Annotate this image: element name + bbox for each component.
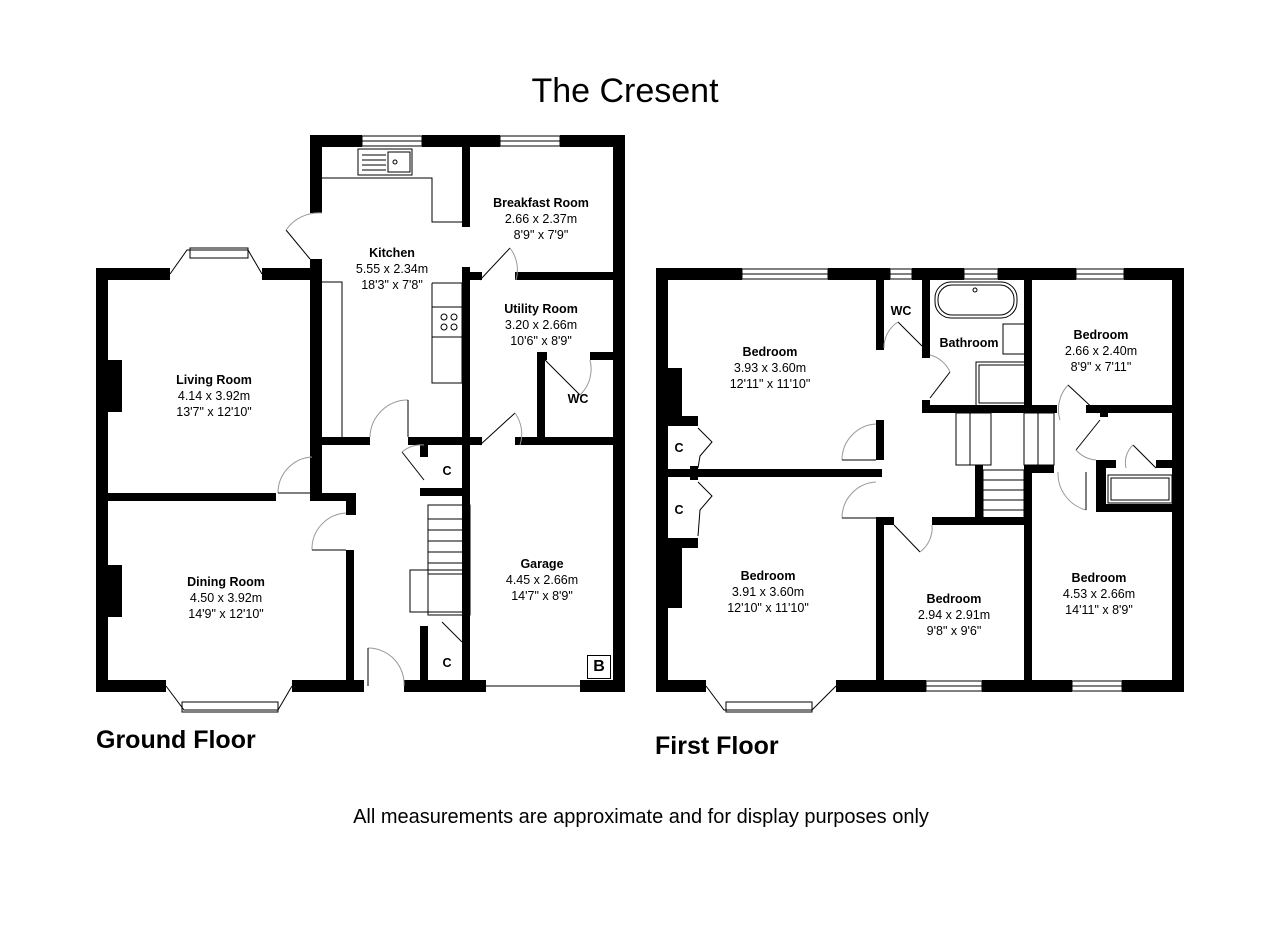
room-name: Bedroom — [742, 345, 798, 359]
room-bedroom-3: Bedroom 3.91 x 3.60m 12'10" x 11'10" — [727, 568, 809, 616]
room-name: Dining Room — [187, 575, 265, 589]
room-bedroom-2: Bedroom 2.66 x 2.40m 8'9" x 7'11" — [1065, 327, 1137, 375]
room-metric: 4.53 x 2.66m — [1062, 587, 1136, 601]
room-imperial: 8'9" x 7'9" — [513, 228, 569, 242]
room-name: Bedroom — [1071, 571, 1127, 585]
room-bedroom-1: Bedroom 3.93 x 3.60m 12'11" x 11'10" — [730, 344, 811, 392]
boiler-marker: B — [587, 655, 611, 679]
room-imperial: 12'10" x 11'10" — [727, 601, 809, 615]
room-imperial: 13'7" x 12'10" — [176, 405, 252, 419]
room-imperial: 9'8" x 9'6" — [926, 624, 982, 638]
room-name: Bedroom — [926, 592, 982, 606]
room-metric: 4.50 x 3.92m — [189, 591, 263, 605]
bathroom-label: Bathroom — [939, 336, 999, 350]
room-imperial: 14'7" x 8'9" — [511, 589, 573, 603]
room-dining: Dining Room 4.50 x 3.92m 14'9" x 12'10" — [187, 574, 265, 622]
room-garage: Garage 4.45 x 2.66m 14'7" x 8'9" — [506, 556, 578, 604]
room-name: Utility Room — [504, 302, 578, 316]
room-name: Living Room — [176, 373, 252, 387]
room-imperial: 14'11" x 8'9" — [1065, 603, 1133, 617]
ground-wc-label: WC — [567, 392, 589, 406]
room-name: Bedroom — [1073, 328, 1129, 342]
first-wc-label: WC — [890, 304, 912, 318]
room-metric: 3.91 x 3.60m — [731, 585, 805, 599]
room-imperial: 8'9" x 7'11" — [1070, 360, 1132, 374]
room-imperial: 14'9" x 12'10" — [188, 607, 264, 621]
room-name: Kitchen — [369, 246, 415, 260]
plan-title: The Cresent — [531, 72, 719, 110]
room-name: Garage — [520, 557, 564, 571]
room-utility: Utility Room 3.20 x 2.66m 10'6" x 8'9" — [504, 301, 578, 349]
room-name: Breakfast Room — [493, 196, 589, 210]
room-metric: 2.94 x 2.91m — [917, 608, 991, 622]
room-name: Bedroom — [740, 569, 796, 583]
ground-floor-label: Ground Floor — [96, 726, 256, 754]
room-metric: 4.45 x 2.66m — [505, 573, 579, 587]
room-kitchen: Kitchen 5.55 x 2.34m 18'3" x 7'8" — [356, 245, 428, 293]
first-floor-label: First Floor — [655, 732, 779, 760]
room-metric: 2.66 x 2.37m — [504, 212, 578, 226]
room-bedroom-5: Bedroom 4.53 x 2.66m 14'11" x 8'9" — [1063, 570, 1135, 618]
room-metric: 5.55 x 2.34m — [355, 262, 429, 276]
room-metric: 2.66 x 2.40m — [1064, 344, 1138, 358]
disclaimer: All measurements are approximate and for… — [353, 806, 929, 828]
room-breakfast: Breakfast Room 2.66 x 2.37m 8'9" x 7'9" — [493, 195, 589, 243]
room-metric: 3.93 x 3.60m — [733, 361, 807, 375]
ground-cupboard-label: C — [442, 464, 452, 478]
room-imperial: 10'6" x 8'9" — [510, 334, 572, 348]
first-cupboard-label: C — [674, 503, 684, 517]
room-bedroom-4: Bedroom 2.94 x 2.91m 9'8" x 9'6" — [918, 591, 990, 639]
first-cupboard-label: C — [674, 441, 684, 455]
room-imperial: 12'11" x 11'10" — [729, 377, 811, 391]
room-living: Living Room 4.14 x 3.92m 13'7" x 12'10" — [176, 372, 252, 420]
room-metric: 4.14 x 3.92m — [177, 389, 251, 403]
room-imperial: 18'3" x 7'8" — [361, 278, 423, 292]
room-metric: 3.20 x 2.66m — [504, 318, 578, 332]
ground-cupboard-label: C — [442, 656, 452, 670]
